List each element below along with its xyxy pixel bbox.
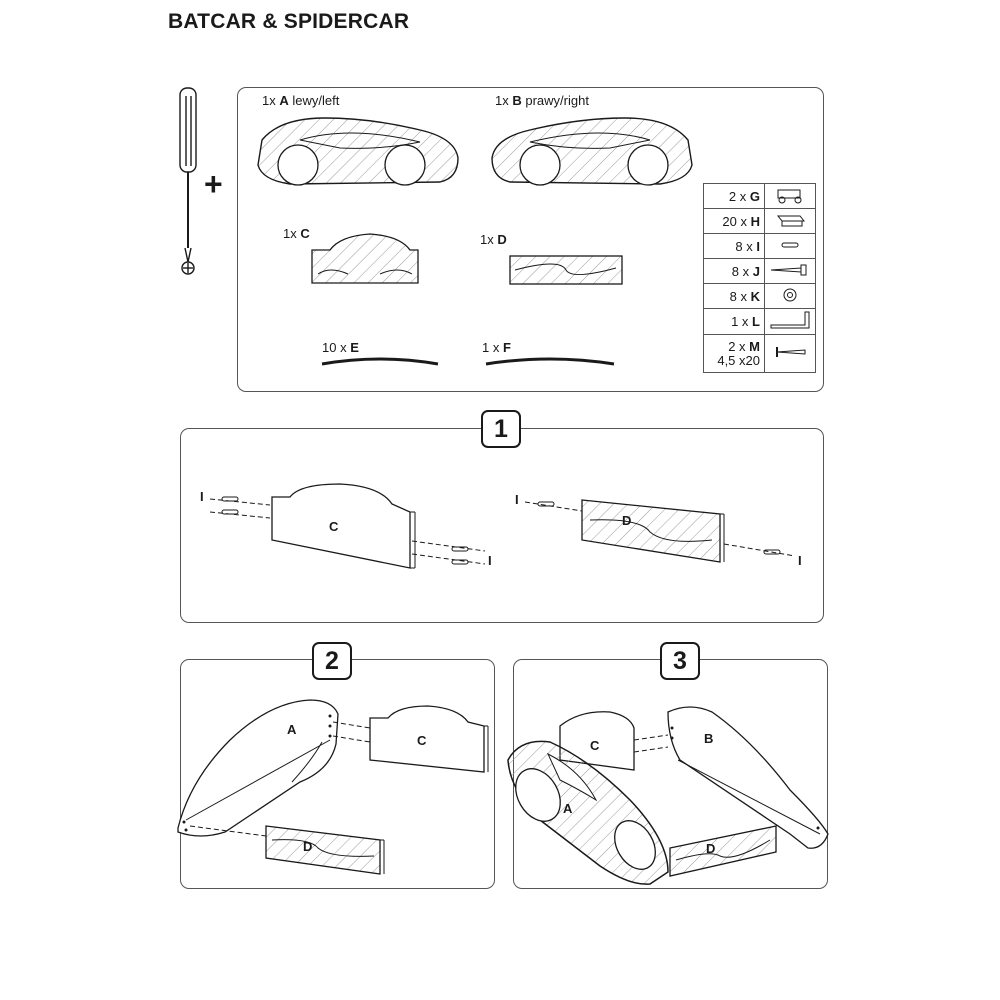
hardware-row-l: 1 x L — [703, 308, 816, 335]
caster-wheel-icon — [770, 189, 810, 208]
allen-key-icon — [767, 311, 813, 334]
step-3-badge: 3 — [660, 642, 700, 680]
wooden-dowel-icon — [770, 242, 810, 258]
plus-icon: + — [204, 166, 223, 202]
document-title: BATCAR & SPIDERCAR — [168, 10, 410, 33]
step-1-dowel-label-2: I — [488, 553, 492, 568]
step-3-part-b-label: B — [704, 731, 714, 746]
wood-screw-icon — [767, 347, 813, 365]
step-1-dowel-label-4: I — [798, 553, 802, 568]
part-d-label: 1x D — [480, 232, 507, 247]
part-c-headboard — [311, 233, 419, 284]
step-2-part-a-label: A — [287, 722, 297, 737]
hardware-row-h: 20 x H — [703, 208, 816, 234]
plastic-mount-icon — [770, 215, 810, 233]
step-2-badge: 2 — [312, 642, 352, 680]
part-d-front-board — [509, 255, 623, 285]
confirmat-screw-icon — [767, 264, 813, 283]
part-b-side-panel — [491, 117, 693, 186]
part-e-label: 10 x E — [322, 340, 359, 355]
hardware-row-k: 8 x K — [703, 283, 816, 309]
hardware-row-j: 8 x J — [703, 258, 816, 284]
hardware-table: 2 x G 20 x H 8 x I 8 x J 8 x K 1 x L 2 x… — [703, 183, 816, 373]
step-3-part-c-label: C — [590, 738, 600, 753]
part-a-label: 1x A lewy/left — [262, 93, 340, 108]
step-1-part-d-label: D — [622, 513, 632, 528]
step-1-dowel-label-1: I — [200, 489, 204, 504]
part-e-slat — [321, 357, 439, 366]
part-a-side-panel — [257, 117, 459, 186]
part-f-slat — [485, 357, 615, 366]
step-3-part-a-label: A — [563, 801, 573, 816]
step-2-part-d-label: D — [303, 839, 313, 854]
part-b-label: 1x B prawy/right — [495, 93, 589, 108]
step-3-part-d-label: D — [706, 841, 716, 856]
step-1-part-c-label: C — [329, 519, 339, 534]
screwdriver-icon — [179, 87, 197, 275]
screw-cap-icon — [770, 288, 810, 308]
hardware-row-i: 8 x I — [703, 233, 816, 259]
step-1-badge: 1 — [481, 410, 521, 448]
part-c-label: 1x C — [283, 226, 310, 241]
step-1-dowel-label-3: I — [515, 492, 519, 507]
part-f-label: 1 x F — [482, 340, 511, 355]
step-2-part-c-label: C — [417, 733, 427, 748]
